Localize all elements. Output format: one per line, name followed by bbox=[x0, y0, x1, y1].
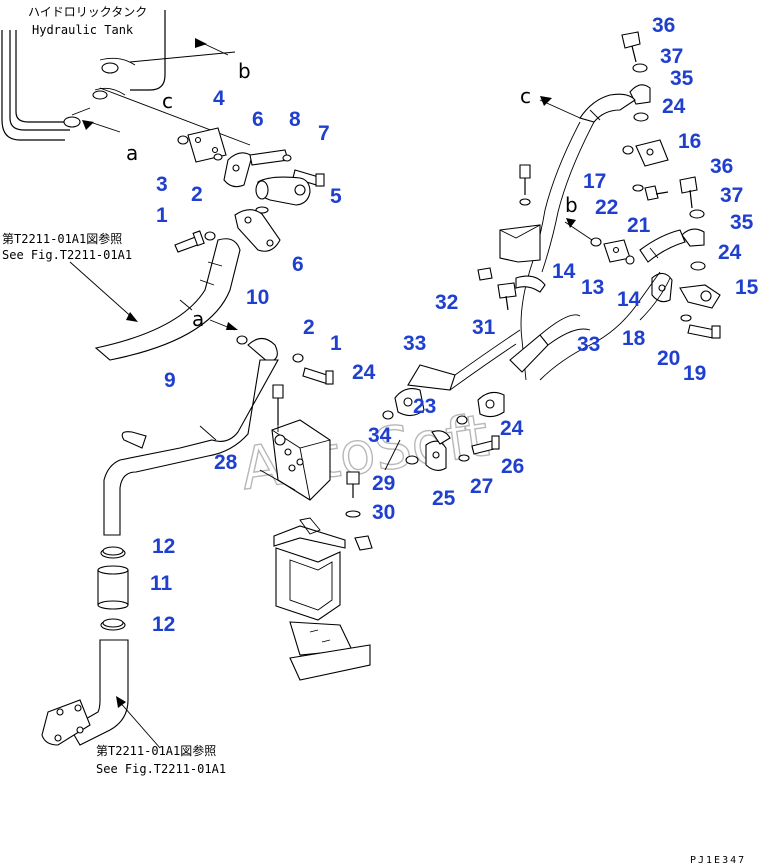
callout-2-mid: 2 bbox=[303, 316, 315, 339]
callout-26: 26 bbox=[501, 455, 524, 478]
callout-12-upper: 12 bbox=[152, 535, 175, 558]
bracket-lower bbox=[273, 517, 373, 681]
fitting-24-mid bbox=[477, 391, 505, 418]
bolt-36-upper bbox=[621, 31, 641, 63]
letter-c-right: c bbox=[520, 84, 531, 108]
clamp-25 bbox=[425, 440, 447, 471]
bolt-31 bbox=[497, 282, 517, 311]
callout-33-right: 33 bbox=[577, 333, 600, 356]
bolt-1-mid bbox=[302, 367, 334, 385]
clamp-6-upper bbox=[223, 152, 253, 188]
callout-32: 32 bbox=[435, 291, 458, 314]
flange-13 bbox=[603, 239, 631, 263]
ref-en-2: See Fig.T2211-01A1 bbox=[96, 762, 226, 776]
ref-jp-1: 第T2211-01A1図参照 bbox=[2, 231, 122, 246]
callout-5: 5 bbox=[330, 185, 342, 208]
callout-33-left: 33 bbox=[403, 332, 426, 355]
callout-25: 25 bbox=[432, 487, 456, 510]
letter-a-top: a bbox=[126, 141, 138, 165]
bolt-upper-mid bbox=[519, 164, 531, 195]
callout-2-upper: 2 bbox=[191, 183, 203, 206]
callout-19: 19 bbox=[683, 362, 706, 385]
hose-upper-left bbox=[94, 238, 241, 361]
bolt-1-upper bbox=[174, 230, 205, 253]
callout-1-mid: 1 bbox=[330, 332, 342, 355]
bolt-36-lower bbox=[679, 176, 698, 209]
callout-12-lower: 12 bbox=[152, 613, 175, 636]
tank-label-en: Hydraulic Tank bbox=[32, 23, 134, 37]
hose-33-right bbox=[509, 314, 591, 373]
callout-36-b: 36 bbox=[710, 155, 733, 178]
callout-10: 10 bbox=[246, 286, 269, 309]
pipe-9 bbox=[103, 335, 279, 536]
callout-36-a: 36 bbox=[652, 14, 675, 37]
hydraulic-tank bbox=[1, 10, 166, 141]
letter-a-mid: a bbox=[192, 307, 204, 331]
callout-15: 15 bbox=[735, 276, 759, 299]
callout-16: 16 bbox=[678, 130, 701, 153]
callout-28: 28 bbox=[214, 451, 238, 474]
callout-37-b: 37 bbox=[720, 184, 743, 207]
callout-34: 34 bbox=[368, 424, 392, 447]
bracket-mid bbox=[499, 224, 541, 263]
callout-30: 30 bbox=[372, 501, 395, 524]
callout-20: 20 bbox=[657, 347, 680, 370]
clamp-12-upper bbox=[100, 546, 126, 559]
elbow-pipe-upper-right bbox=[579, 93, 636, 123]
callout-13: 13 bbox=[581, 276, 604, 299]
callout-6-lower: 6 bbox=[292, 253, 304, 276]
callout-24-c: 24 bbox=[352, 361, 376, 384]
callout-14-b: 14 bbox=[617, 288, 641, 311]
letter-b-right: b bbox=[565, 193, 578, 217]
callout-21: 21 bbox=[627, 214, 651, 237]
callout-4: 4 bbox=[213, 87, 225, 110]
bolt-19 bbox=[687, 324, 721, 339]
callout-23: 23 bbox=[413, 395, 436, 418]
pipe-15 bbox=[679, 284, 721, 309]
bolt-29 bbox=[346, 471, 360, 498]
letter-b-top: b bbox=[238, 59, 251, 83]
callout-17: 17 bbox=[583, 170, 606, 193]
callout-3: 3 bbox=[156, 173, 168, 196]
hose-11 bbox=[97, 565, 129, 610]
callout-1-upper: 1 bbox=[156, 204, 168, 227]
fitting-23 bbox=[394, 388, 425, 417]
ref-en-1: See Fig.T2211-01A1 bbox=[2, 248, 132, 262]
flange-4 bbox=[177, 127, 227, 163]
clamp-6-lower bbox=[234, 209, 281, 252]
callout-8: 8 bbox=[289, 108, 301, 131]
callout-24-d: 24 bbox=[500, 417, 524, 440]
callout-22: 22 bbox=[595, 196, 618, 219]
letter-c-top: c bbox=[162, 89, 173, 113]
suction-pipe-lower bbox=[41, 639, 129, 746]
callout-11: 11 bbox=[150, 572, 173, 595]
hose-33-left bbox=[407, 329, 521, 391]
elbow-pipe-right-mid bbox=[639, 229, 686, 263]
tank-label-jp: ハイドロリックタンク bbox=[28, 5, 147, 19]
elbow-5 bbox=[255, 176, 311, 214]
callout-18: 18 bbox=[622, 327, 646, 350]
callout-24-a: 24 bbox=[662, 95, 686, 118]
clamp-16 bbox=[635, 139, 669, 167]
drawing-code: PJ1E347 bbox=[690, 855, 746, 866]
clamp-18 bbox=[651, 272, 673, 303]
bolt-7 bbox=[292, 169, 325, 187]
bolt-26 bbox=[471, 435, 500, 455]
callout-6-upper: 6 bbox=[252, 108, 264, 131]
callout-31: 31 bbox=[472, 316, 496, 339]
clamp-12-lower bbox=[100, 618, 126, 631]
callout-37-a: 37 bbox=[660, 45, 683, 68]
callout-24-b: 24 bbox=[718, 241, 742, 264]
callout-14-a: 14 bbox=[552, 260, 576, 283]
callout-9: 9 bbox=[164, 369, 176, 392]
callout-29: 29 bbox=[372, 472, 395, 495]
callout-35-b: 35 bbox=[730, 211, 754, 234]
ref-jp-2: 第T2211-01A1図参照 bbox=[96, 743, 216, 758]
callout-35-a: 35 bbox=[670, 67, 694, 90]
callout-27: 27 bbox=[470, 475, 493, 498]
valve-block-28 bbox=[271, 384, 331, 501]
bolt-21 bbox=[644, 185, 669, 201]
callout-7: 7 bbox=[318, 122, 330, 145]
